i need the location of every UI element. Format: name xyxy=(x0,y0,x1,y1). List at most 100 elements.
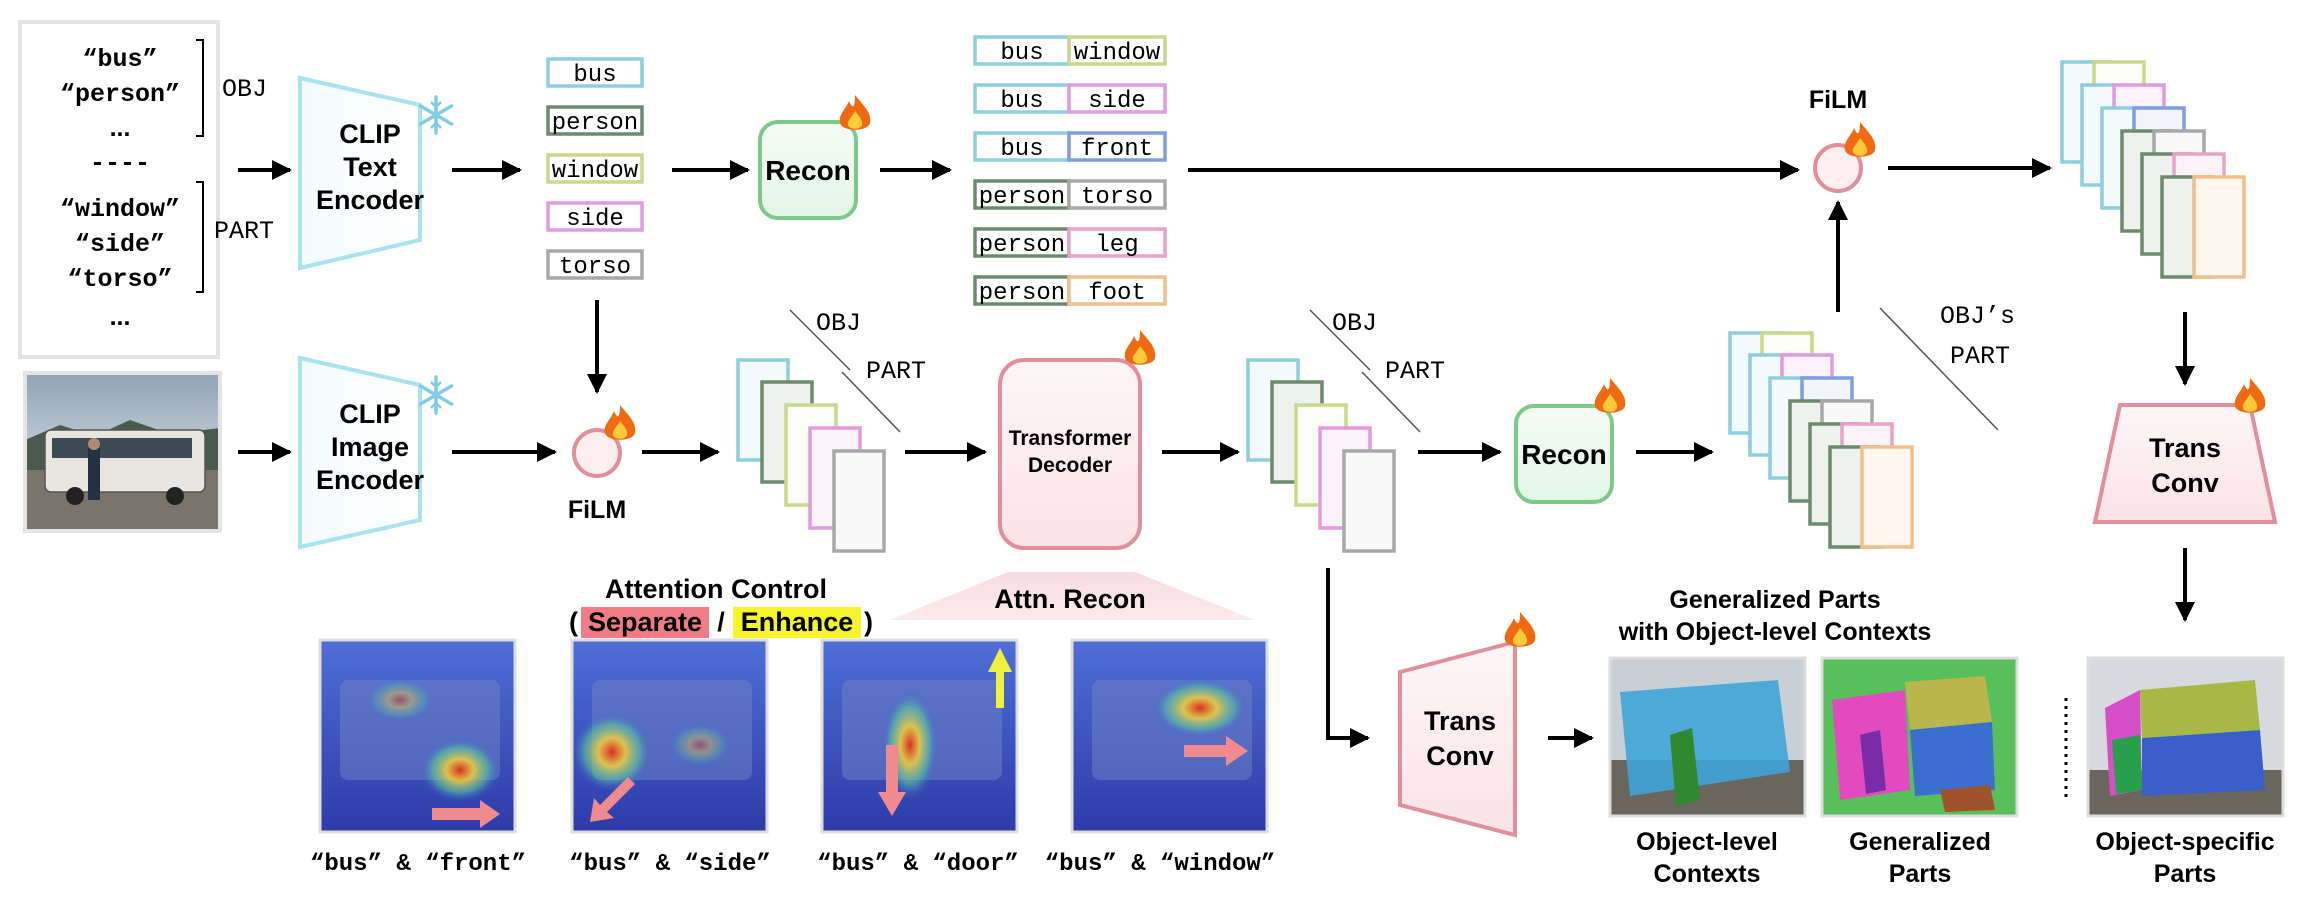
film-top-circle xyxy=(1813,143,1863,193)
arrow-features-to-transconv xyxy=(1326,568,1370,748)
output-part-mask xyxy=(1860,730,1886,794)
trans-conv-right-line1: Trans xyxy=(2149,433,2221,463)
attn-recon-trapezoid xyxy=(890,572,1255,620)
heatmap-caption-1: “bus” & “front” xyxy=(310,851,526,878)
clip-image-line1: CLIP xyxy=(339,399,401,429)
obj-divider-2 xyxy=(1309,309,1371,371)
objs-label-line2: PART xyxy=(1950,342,2010,371)
clip-image-line3: Encoder xyxy=(316,465,425,495)
fire-icon xyxy=(1124,330,1156,365)
generalized-caption-line1: Generalized xyxy=(1849,828,1991,856)
obj-divider-1 xyxy=(789,309,851,371)
trans-conv-right: Trans Conv xyxy=(2092,378,2278,524)
token-bus: bus xyxy=(573,62,616,89)
pair-5-obj: person xyxy=(979,280,1065,307)
generalized-title-line2: with Object-level Contexts xyxy=(1618,618,1932,646)
heatmap-caption-3: “bus” & “door” xyxy=(817,851,1019,878)
pair-1-part: side xyxy=(1088,88,1146,115)
arrow-right-icon xyxy=(1184,736,1248,766)
fire-icon xyxy=(1844,122,1876,157)
film-bottom-circle xyxy=(572,428,622,478)
pair-2-part: front xyxy=(1081,136,1153,163)
pair-box-bus xyxy=(973,131,1071,162)
enhance-label: Enhance xyxy=(741,607,854,637)
pair-box-side xyxy=(1067,83,1167,114)
heatmap-blob xyxy=(1152,678,1248,738)
attn-recon-banner: Attn. Recon xyxy=(890,572,1255,620)
pair-box-person xyxy=(973,179,1071,210)
token-side: side xyxy=(566,206,624,233)
pair-1-obj: bus xyxy=(1000,88,1043,115)
output-frame xyxy=(1608,656,1807,818)
token-person: person xyxy=(552,110,638,137)
fire-icon xyxy=(839,95,871,130)
pair-token-list: bus window bus side bus front person tor… xyxy=(973,35,1167,307)
fire-icon xyxy=(604,405,636,440)
output-part-mask xyxy=(1910,722,1995,796)
pair-box-torso xyxy=(1067,179,1167,210)
output-person-mask xyxy=(1670,728,1700,806)
trans-conv-bottom: Trans Conv xyxy=(1398,612,1536,838)
feature-part-label-2: PART xyxy=(1385,357,1445,386)
heatmap-frame xyxy=(570,638,769,834)
arrow-down-icon xyxy=(878,745,906,816)
transformer-decoder: Transformer Decoder xyxy=(998,330,1156,550)
feature-part-label-1: PART xyxy=(866,357,926,386)
feature-stack-2 xyxy=(1246,358,1396,553)
fire-icon xyxy=(1504,612,1536,647)
token-box-bus xyxy=(546,57,644,88)
pair-box-person xyxy=(973,227,1071,258)
input-word-torso: “torso” xyxy=(67,265,172,294)
recon-top: Recon xyxy=(758,95,871,220)
transformer-decoder-line2: Decoder xyxy=(1028,454,1112,477)
attn-recon-label: Attn. Recon xyxy=(994,584,1146,614)
input-image-wheel-front xyxy=(66,487,84,505)
token-box-person xyxy=(546,105,644,136)
pair-3-obj: person xyxy=(979,184,1065,211)
part-divider-1 xyxy=(841,371,901,433)
feature-stack-4 xyxy=(2060,60,2246,279)
recon-bottom-label: Recon xyxy=(1521,439,1607,470)
trans-conv-bottom-line1: Trans xyxy=(1424,706,1496,736)
arrow-up-icon xyxy=(988,648,1012,708)
input-image-frame xyxy=(23,371,222,533)
input-image-person-head xyxy=(88,438,100,450)
token-box-torso xyxy=(546,249,644,280)
clip-text-encoder-shape xyxy=(298,75,422,271)
heatmap-3 xyxy=(820,638,1019,834)
pair-4-obj: person xyxy=(979,232,1065,259)
snowflake-icon xyxy=(418,95,454,135)
heatmap-blob xyxy=(365,678,435,722)
fire-icon xyxy=(2234,378,2266,413)
input-image-wheel-rear xyxy=(166,487,184,505)
input-text-panel: “bus” “person” ... ---- “window” “side” … xyxy=(18,20,220,359)
recon-bottom-box xyxy=(1514,404,1614,504)
output-object-specific xyxy=(2086,656,2285,818)
input-image xyxy=(23,371,222,533)
clip-image-encoder: CLIP Image Encoder xyxy=(298,355,454,550)
fire-icon xyxy=(1594,378,1626,413)
object-specific-caption-line2: Parts xyxy=(2154,860,2217,888)
slash-label: / xyxy=(717,607,725,637)
pair-3-part: torso xyxy=(1081,184,1153,211)
feature-map xyxy=(1342,449,1396,553)
input-word-bus: “bus” xyxy=(82,45,157,74)
object-level-caption-line2: Contexts xyxy=(1654,860,1761,888)
clip-image-encoder-shape xyxy=(298,355,422,550)
separate-label: Separate xyxy=(588,607,702,637)
film-bottom-label: FiLM xyxy=(568,496,626,524)
feature-map xyxy=(2192,175,2246,279)
heatmap-frame xyxy=(820,638,1019,834)
pair-2-obj: bus xyxy=(1000,136,1043,163)
obj-bracket xyxy=(196,39,204,137)
heatmap-caption-4: “bus” & “window” xyxy=(1045,851,1275,878)
heatmap-blob xyxy=(668,723,732,767)
output-bus-mask xyxy=(1620,680,1790,796)
transformer-decoder-box xyxy=(998,358,1142,550)
recon-bottom: Recon xyxy=(1514,378,1626,504)
obj-label: OBJ xyxy=(222,75,267,104)
pair-box-foot xyxy=(1067,275,1167,306)
arrow-down-left-icon xyxy=(590,777,635,822)
pair-4-part: leg xyxy=(1095,232,1138,259)
output-frame xyxy=(2086,656,2285,818)
